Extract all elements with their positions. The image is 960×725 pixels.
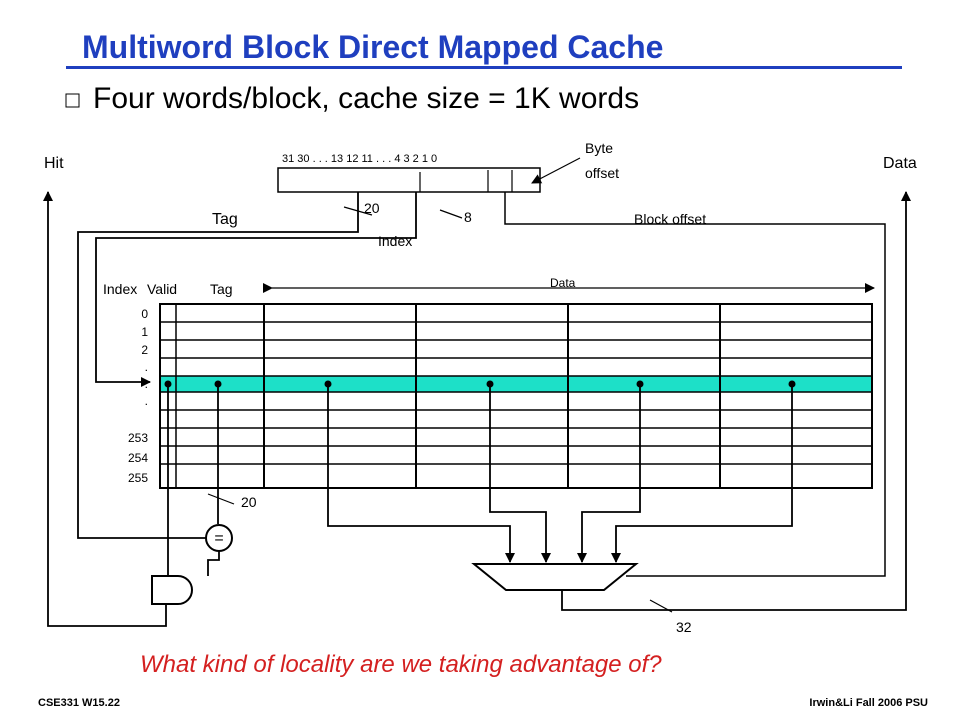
cache-table (159, 303, 873, 489)
row-label: 1 (141, 325, 148, 339)
tag-wire (77, 192, 359, 539)
row-labels: 0 1 2 . . . 253 254 255 (128, 307, 148, 485)
mux-width: 32 (676, 619, 692, 635)
col-valid-header: Valid (147, 281, 177, 297)
cache-table-border (159, 303, 873, 489)
locality-question: What kind of locality are we taking adva… (140, 651, 662, 678)
row-label: 254 (128, 451, 148, 465)
row-label: . (145, 360, 148, 374)
tag-width-slash (343, 206, 373, 216)
bullet-box-icon (65, 93, 80, 108)
byte-offset-arrow (531, 157, 581, 184)
row-label: 0 (141, 307, 148, 321)
footer-course: CSE331 W15.22 (38, 697, 120, 709)
hit-wire (43, 191, 167, 627)
byte-offset-label-1: Byte (585, 140, 613, 156)
data-out-wire (561, 191, 911, 611)
row-label: 2 (141, 343, 148, 357)
row-label: 253 (128, 431, 148, 445)
word1-wire (489, 384, 551, 563)
tag-width: 20 (364, 200, 380, 216)
data-out-label: Data (883, 155, 917, 172)
mux-width-slash (649, 599, 673, 613)
slide-title: Multiword Block Direct Mapped Cache (82, 29, 663, 65)
col-tag-header: Tag (210, 281, 233, 297)
and-gate (151, 575, 193, 605)
index-width: 8 (464, 209, 472, 225)
selected-row-highlight (160, 376, 872, 392)
compare-out-wire (207, 551, 220, 576)
footer-credit: Irwin&Li Fall 2006 PSU (809, 697, 928, 709)
block-offset-label: Block offset (634, 211, 706, 227)
title-rule (66, 66, 902, 69)
compare-width-slash (207, 493, 235, 505)
multiplexer (471, 563, 639, 591)
index-label: Index (378, 233, 412, 249)
bullet-text: Four words/block, cache size = 1K words (93, 82, 639, 115)
comparator-symbol: = (214, 530, 223, 547)
index-wire (95, 192, 417, 387)
word3-wire (611, 384, 793, 563)
col-index-header: Index (103, 281, 137, 297)
block-offset-wire (504, 192, 886, 577)
index-width-slash (439, 209, 463, 219)
word0-wire (327, 384, 515, 563)
row-label: . (145, 377, 148, 391)
byte-offset-label-2: offset (585, 165, 619, 181)
tag-label: Tag (212, 211, 238, 228)
hit-label: Hit (44, 155, 64, 172)
word2-wire (577, 384, 641, 563)
compare-width: 20 (241, 494, 257, 510)
row-label: 255 (128, 471, 148, 485)
bit-positions: 31 30 . . . 13 12 11 . . . 4 3 2 1 0 (282, 153, 437, 165)
row-label: . (145, 394, 148, 408)
address-register (277, 167, 541, 193)
